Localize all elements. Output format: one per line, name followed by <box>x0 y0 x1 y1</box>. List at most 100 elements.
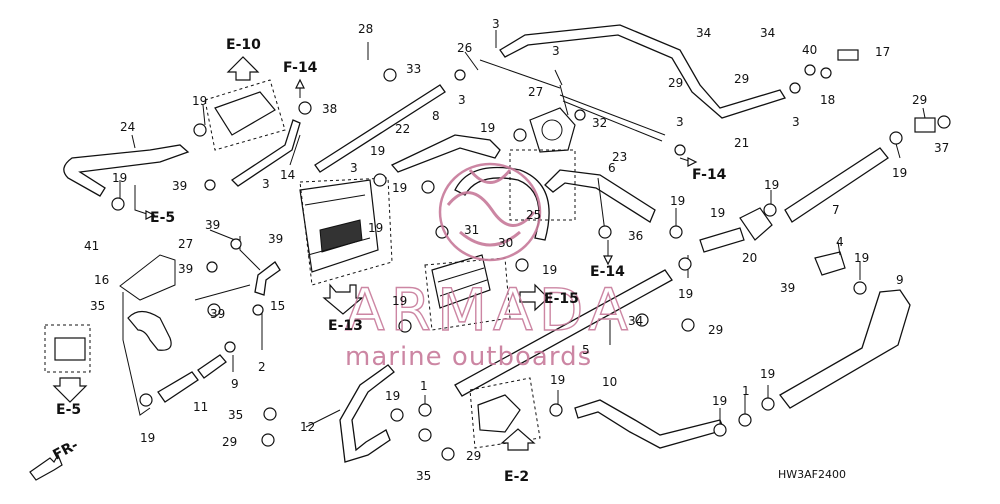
part-label: 39 <box>172 179 187 193</box>
part-label: 9 <box>231 377 239 391</box>
part-label: 19 <box>550 373 565 387</box>
part-label: 29 <box>734 72 749 86</box>
filter-cartridge <box>431 254 491 309</box>
part-label: 27 <box>178 237 193 251</box>
fitting-e2-assembly <box>477 394 521 433</box>
watermark-tagline: marine outboards <box>345 342 592 372</box>
part-label: 38 <box>322 102 337 116</box>
part-label: 19 <box>385 389 400 403</box>
hose-8 <box>390 134 501 173</box>
hose-12 <box>339 364 395 463</box>
hose-23 <box>314 84 446 173</box>
part-label: 30 <box>498 236 513 250</box>
hose-9-right <box>779 289 911 409</box>
hose-6 <box>544 169 656 223</box>
part-label: 3 <box>262 177 270 191</box>
fitting-17 <box>837 49 859 61</box>
part-label: 31 <box>464 223 479 237</box>
part-label: 4 <box>836 235 844 249</box>
part-label: 19 <box>854 251 869 265</box>
part-label: 19 <box>892 166 907 180</box>
part-label: 39 <box>205 218 220 232</box>
part-label: 3 <box>552 44 560 58</box>
part-label: 19 <box>370 144 385 158</box>
part-label: 19 <box>678 287 693 301</box>
part-label: 36 <box>628 229 643 243</box>
thermostat-housing-28 <box>529 107 576 153</box>
part-label: 19 <box>480 121 495 135</box>
part-label: 12 <box>300 420 315 434</box>
part-label: 29 <box>708 323 723 337</box>
part-label: 34 <box>760 26 775 40</box>
part-label: 19 <box>542 263 557 277</box>
part-label: 16 <box>94 273 109 287</box>
valve-body-assembly <box>299 179 379 273</box>
part-label: 37 <box>934 141 949 155</box>
part-label: 29 <box>222 435 237 449</box>
part-label: 7 <box>832 203 840 217</box>
hose-25 <box>63 144 190 197</box>
fitting-20 <box>699 227 745 253</box>
ref-label: E-10 <box>226 37 261 53</box>
bracket-16 <box>119 254 176 301</box>
hose-22-rod <box>479 59 666 142</box>
part-label: 34 <box>628 314 643 328</box>
part-label: 34 <box>696 26 711 40</box>
manifold-e10 <box>214 91 276 136</box>
part-label: 35 <box>228 408 243 422</box>
part-label: 2 <box>258 360 266 374</box>
part-label: 35 <box>416 469 431 483</box>
hose-15 <box>254 261 281 296</box>
fitting-4 <box>814 251 846 276</box>
part-label: 28 <box>358 22 373 36</box>
watermark-brand: ARMADA <box>345 276 634 344</box>
hose-5 <box>454 269 673 397</box>
part-label: 1 <box>742 384 750 398</box>
ref-label: F-14 <box>283 60 318 76</box>
part-label: 19 <box>368 221 383 235</box>
part-label: 3 <box>492 17 500 31</box>
part-label: 19 <box>192 94 207 108</box>
part-label: 32 <box>592 116 607 130</box>
watermark-logo-wave <box>446 191 536 227</box>
part-number-labels: 1 1 2 3 3 3 3 3 3 3 4 5 6 7 8 9 9 10 11 … <box>84 17 949 483</box>
part-label: 41 <box>84 239 99 253</box>
part-label: 39 <box>268 232 283 246</box>
part-label: 3 <box>792 115 800 129</box>
part-label: 19 <box>112 171 127 185</box>
part-label: 39 <box>780 281 795 295</box>
part-label: 3 <box>676 115 684 129</box>
hose-7 <box>784 147 889 223</box>
part-label: 26 <box>457 41 472 55</box>
part-label: 29 <box>466 449 481 463</box>
part-label: 29 <box>912 93 927 107</box>
part-label: 3 <box>458 93 466 107</box>
front-label: FR- <box>50 437 81 463</box>
part-label: 20 <box>742 251 757 265</box>
part-label: 19 <box>710 206 725 220</box>
part-label: 19 <box>712 394 727 408</box>
part-label: 23 <box>612 150 627 164</box>
dashed-boxes <box>44 79 576 449</box>
part-label: 19 <box>392 294 407 308</box>
part-label: 11 <box>193 400 208 414</box>
part-label: 3 <box>350 161 358 175</box>
part-label: 21 <box>734 136 749 150</box>
hose-3-long <box>499 24 786 119</box>
part-label: 35 <box>90 299 105 313</box>
fitting-21 <box>739 207 773 241</box>
part-label: 14 <box>280 168 295 182</box>
diagram-code: HW3AF2400 <box>778 468 846 481</box>
part-label: 15 <box>270 299 285 313</box>
part-label: 19 <box>140 431 155 445</box>
hose-14 <box>230 119 301 187</box>
fitting-30 <box>914 117 936 133</box>
hose-11 <box>157 354 227 403</box>
part-label: 39 <box>178 262 193 276</box>
part-label: 24 <box>120 120 135 134</box>
part-label: 40 <box>802 43 817 57</box>
watermark-logo-ring <box>438 162 542 262</box>
part-label: 22 <box>395 122 410 136</box>
